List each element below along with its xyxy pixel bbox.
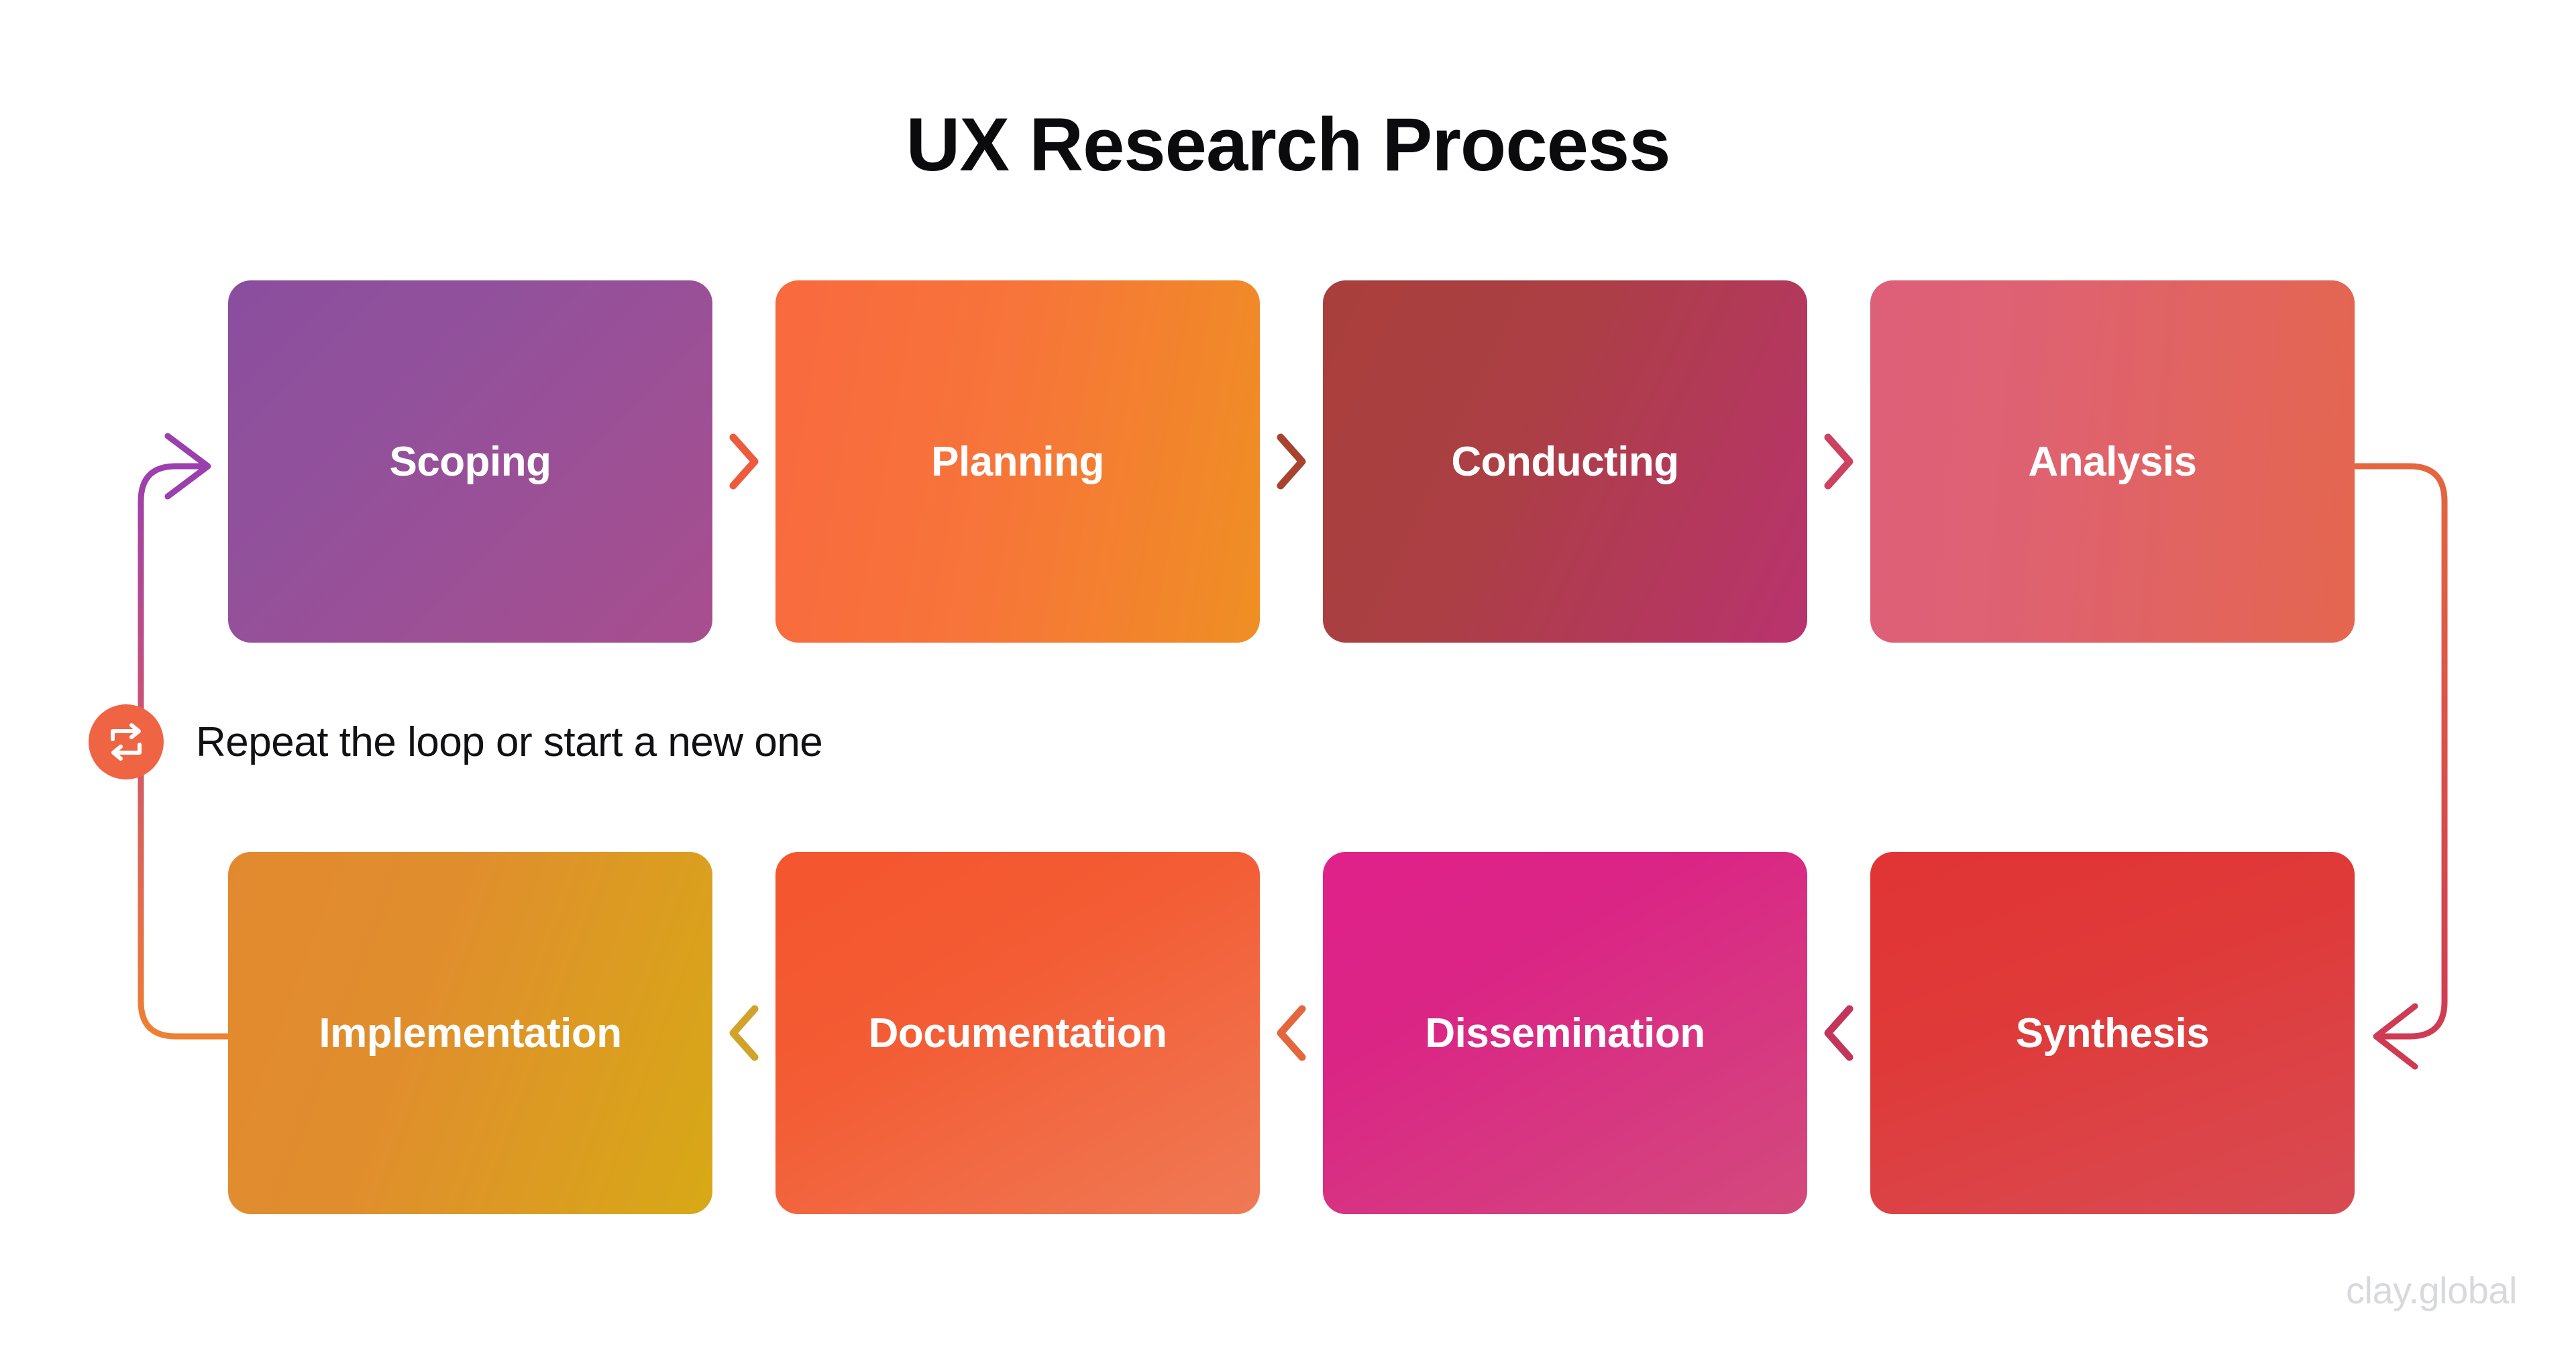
process-row-bottom: Implementation Documentation Disseminati… — [228, 852, 2355, 1214]
card-label: Planning — [931, 438, 1104, 485]
chevron-right-icon — [1811, 425, 1866, 498]
card-label: Dissemination — [1425, 1010, 1705, 1057]
chevron-right-icon — [716, 425, 771, 498]
card-label: Implementation — [319, 1010, 622, 1057]
chevron-left-icon — [1811, 996, 1866, 1070]
card-label: Analysis — [2028, 438, 2197, 485]
repeat-loop-row: Repeat the loop or start a new one — [89, 704, 823, 779]
process-card-dissemination[interactable]: Dissemination — [1323, 852, 1807, 1214]
process-card-planning[interactable]: Planning — [775, 280, 1260, 643]
card-label: Conducting — [1451, 438, 1679, 485]
process-card-analysis[interactable]: Analysis — [1870, 280, 2355, 643]
process-card-implementation[interactable]: Implementation — [228, 852, 712, 1214]
repeat-loop-icon[interactable] — [89, 704, 164, 779]
chevron-left-icon — [1264, 996, 1319, 1070]
chevron-left-icon — [716, 996, 771, 1070]
process-card-synthesis[interactable]: Synthesis — [1870, 852, 2355, 1214]
process-card-scoping[interactable]: Scoping — [228, 280, 712, 643]
card-label: Documentation — [868, 1010, 1167, 1057]
process-card-documentation[interactable]: Documentation — [775, 852, 1260, 1214]
watermark: clay.global — [2346, 1269, 2517, 1311]
card-label: Scoping — [389, 438, 551, 485]
repeat-loop-label: Repeat the loop or start a new one — [196, 718, 823, 765]
process-row-top: Scoping Planning Conducting Analysis — [228, 280, 2355, 643]
chevron-right-icon — [1264, 425, 1319, 498]
process-card-conducting[interactable]: Conducting — [1323, 280, 1807, 643]
card-label: Synthesis — [2015, 1010, 2210, 1057]
row-transition-connector — [2353, 463, 2448, 1070]
page-title: UX Research Process — [906, 103, 1670, 186]
